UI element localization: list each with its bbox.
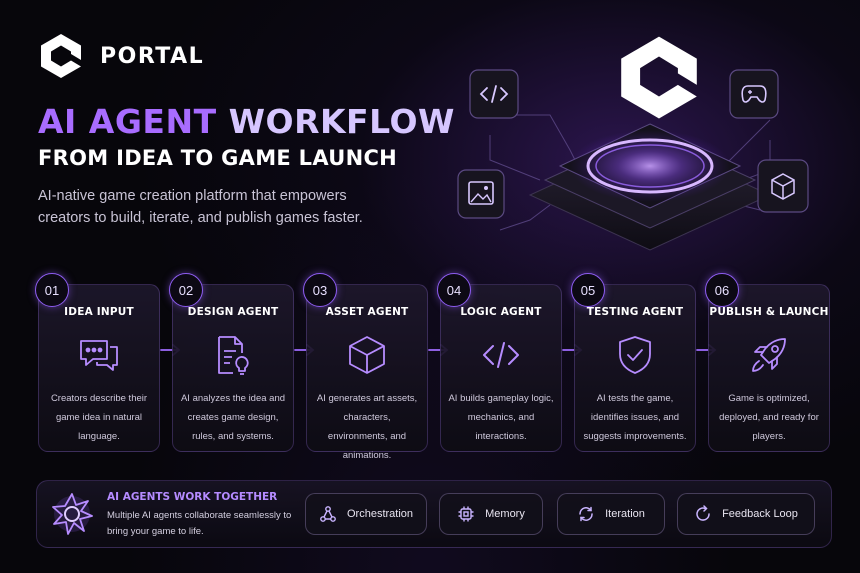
step-description: AI analyzes the idea and creates game de…	[180, 393, 286, 442]
step-design-agent: 02 DESIGN AGENT AI analyzes the idea and…	[169, 273, 294, 452]
agents-together-panel: AI AGENTS WORK TOGETHER Multiple AI agen…	[36, 480, 832, 548]
brand-name: PORTAL	[100, 43, 205, 69]
sparkle-ring-icon	[52, 493, 93, 535]
feature-chip-feedback-loop: Feedback Loop	[677, 493, 815, 535]
feature-chip-iteration: Iteration	[557, 493, 665, 535]
title-accent: AI AGENT	[38, 102, 217, 141]
chat-bubbles-icon	[80, 340, 118, 371]
step-description: AI builds gameplay logic, mechanics, and…	[448, 393, 554, 442]
step-description: Creators describe their game idea in nat…	[50, 393, 148, 442]
feature-chip-orchestration: Orchestration	[305, 493, 427, 535]
page-subheading: FROM IDEA TO GAME LAUNCH	[38, 146, 398, 170]
chip-label: Memory	[485, 508, 525, 520]
refresh-icon	[696, 505, 710, 521]
panel-title: AI AGENTS WORK TOGETHER	[107, 491, 278, 503]
step-description: AI tests the game, identifies issues, an…	[583, 393, 687, 442]
gamepad-tile-icon	[729, 69, 779, 119]
step-number: 02	[169, 273, 203, 307]
step-title: DESIGN AGENT	[187, 306, 279, 318]
chip-label: Feedback Loop	[722, 508, 798, 520]
code-tile-icon	[469, 69, 519, 119]
step-number: 06	[705, 273, 739, 307]
document-bulb-icon	[218, 336, 249, 375]
step-description: AI generates art assets, characters, env…	[316, 393, 418, 461]
page-title: AI AGENT WORKFLOW	[38, 102, 455, 141]
page-subtitle: AI-native game creation platform that em…	[38, 188, 363, 226]
shield-check-icon	[619, 336, 651, 374]
cube-icon	[349, 336, 385, 374]
step-publish-launch: 06 PUBLISH & LAUNCH Game is optimized, d…	[705, 273, 830, 452]
step-logic-agent: 04 LOGIC AGENT AI builds gameplay logic,…	[437, 273, 562, 452]
step-number: 05	[571, 273, 605, 307]
chip-label: Iteration	[605, 508, 645, 520]
step-description: Game is optimized, deployed, and ready f…	[719, 393, 819, 442]
step-number: 03	[303, 273, 337, 307]
step-title: TESTING AGENT	[586, 306, 684, 318]
step-idea-input: 01 IDEA INPUT Creators describe their ga…	[35, 273, 160, 452]
step-title: PUBLISH & LAUNCH	[709, 306, 829, 318]
panel-description: Multiple AI agents collaborate seamlessl…	[107, 510, 292, 537]
network-icon	[320, 506, 336, 522]
step-title: IDEA INPUT	[64, 306, 134, 318]
cube-tile-icon	[757, 159, 809, 213]
chip-label: Orchestration	[346, 508, 414, 520]
portal-logo-icon	[41, 34, 81, 78]
rocket-icon	[752, 338, 786, 372]
step-number: 04	[437, 273, 471, 307]
image-tile-icon	[457, 169, 505, 219]
step-title: ASSET AGENT	[325, 306, 409, 318]
step-number: 01	[35, 273, 69, 307]
step-testing-agent: 05 TESTING AGENT AI tests the game, iden…	[571, 273, 696, 452]
brand: PORTAL	[38, 32, 204, 80]
hero-portal-graphic	[457, 36, 809, 251]
code-icon	[483, 342, 519, 368]
step-asset-agent: 03 ASSET AGENT AI generates art assets, …	[303, 273, 428, 461]
chip-icon	[458, 506, 474, 522]
title-rest: WORKFLOW	[228, 102, 455, 141]
cycle-icon	[579, 506, 593, 522]
feature-chip-memory: Memory	[439, 493, 543, 535]
step-title: LOGIC AGENT	[460, 306, 542, 318]
